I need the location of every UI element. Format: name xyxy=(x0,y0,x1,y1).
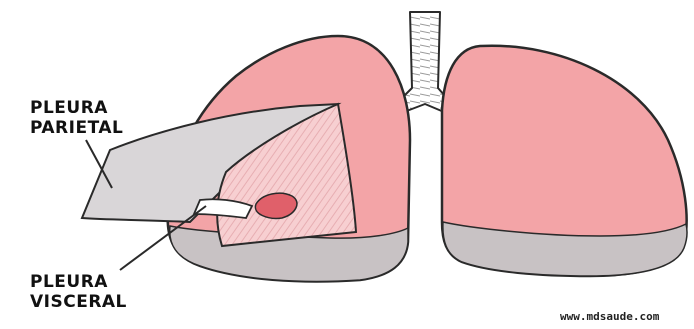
label-parietal-line1: PLEURA xyxy=(30,98,123,118)
label-visceral-line2: VISCERAL xyxy=(30,292,127,312)
label-parietal-line2: PARIETAL xyxy=(30,118,123,138)
label-pleura-visceral: PLEURA VISCERAL xyxy=(30,272,127,312)
label-visceral-line1: PLEURA xyxy=(30,272,127,292)
site-credit: www.mdsaude.com xyxy=(560,310,659,323)
label-pleura-parietal: PLEURA PARIETAL xyxy=(30,98,123,138)
right-lung xyxy=(442,46,687,276)
